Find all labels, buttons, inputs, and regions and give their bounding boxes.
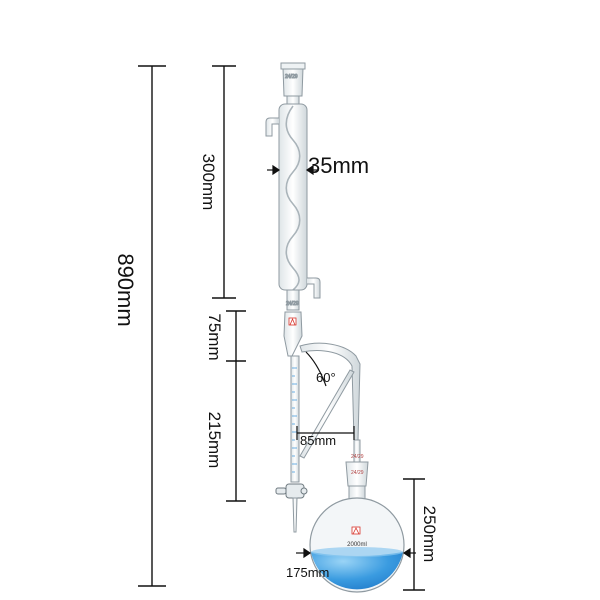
adapter-height-dimension: 75mm bbox=[205, 310, 246, 362]
side-arm-angle-label: 60° bbox=[316, 370, 336, 385]
flask-joint-marking: 24/29 bbox=[351, 470, 364, 476]
top-joint-marking: 24/29 bbox=[285, 74, 298, 80]
flask-height-label: 250mm bbox=[420, 506, 439, 563]
condenser-length-dimension: 300mm bbox=[199, 65, 236, 299]
round-bottom-flask: 24/29 24/29 2000ml bbox=[309, 454, 405, 593]
graduated-burette bbox=[275, 355, 308, 533]
condenser-diameter-label: 35mm bbox=[308, 153, 369, 178]
flask-volume-marking: 2000ml bbox=[347, 542, 367, 548]
condenser-length-label: 300mm bbox=[199, 154, 218, 211]
side-arm-angle-annotation: 60° bbox=[305, 351, 336, 387]
side-arm-offset-label: 85mm bbox=[300, 433, 336, 448]
flask-liquid bbox=[311, 552, 403, 590]
flask-height-dimension: 250mm bbox=[403, 478, 439, 591]
total-height-label: 890mm bbox=[113, 253, 138, 326]
flask-diameter-label: 175mm bbox=[286, 565, 329, 580]
side-arm-offset-dimension: 85mm bbox=[296, 426, 355, 448]
condenser: 24/29 24/29 bbox=[265, 62, 321, 311]
burette-height-dimension: 215mm bbox=[205, 361, 246, 502]
burette-height-label: 215mm bbox=[205, 412, 224, 469]
condenser-diameter-dimension: 35mm bbox=[267, 153, 369, 178]
middle-joint-marking: 24/29 bbox=[286, 301, 299, 307]
total-height-dimension: 890mm bbox=[113, 65, 166, 587]
stopcock bbox=[275, 483, 308, 499]
flask-diameter-dimension: 175mm bbox=[286, 547, 416, 580]
flask-top-joint-marking: 24/29 bbox=[351, 454, 364, 460]
adapter-height-label: 75mm bbox=[205, 313, 224, 360]
